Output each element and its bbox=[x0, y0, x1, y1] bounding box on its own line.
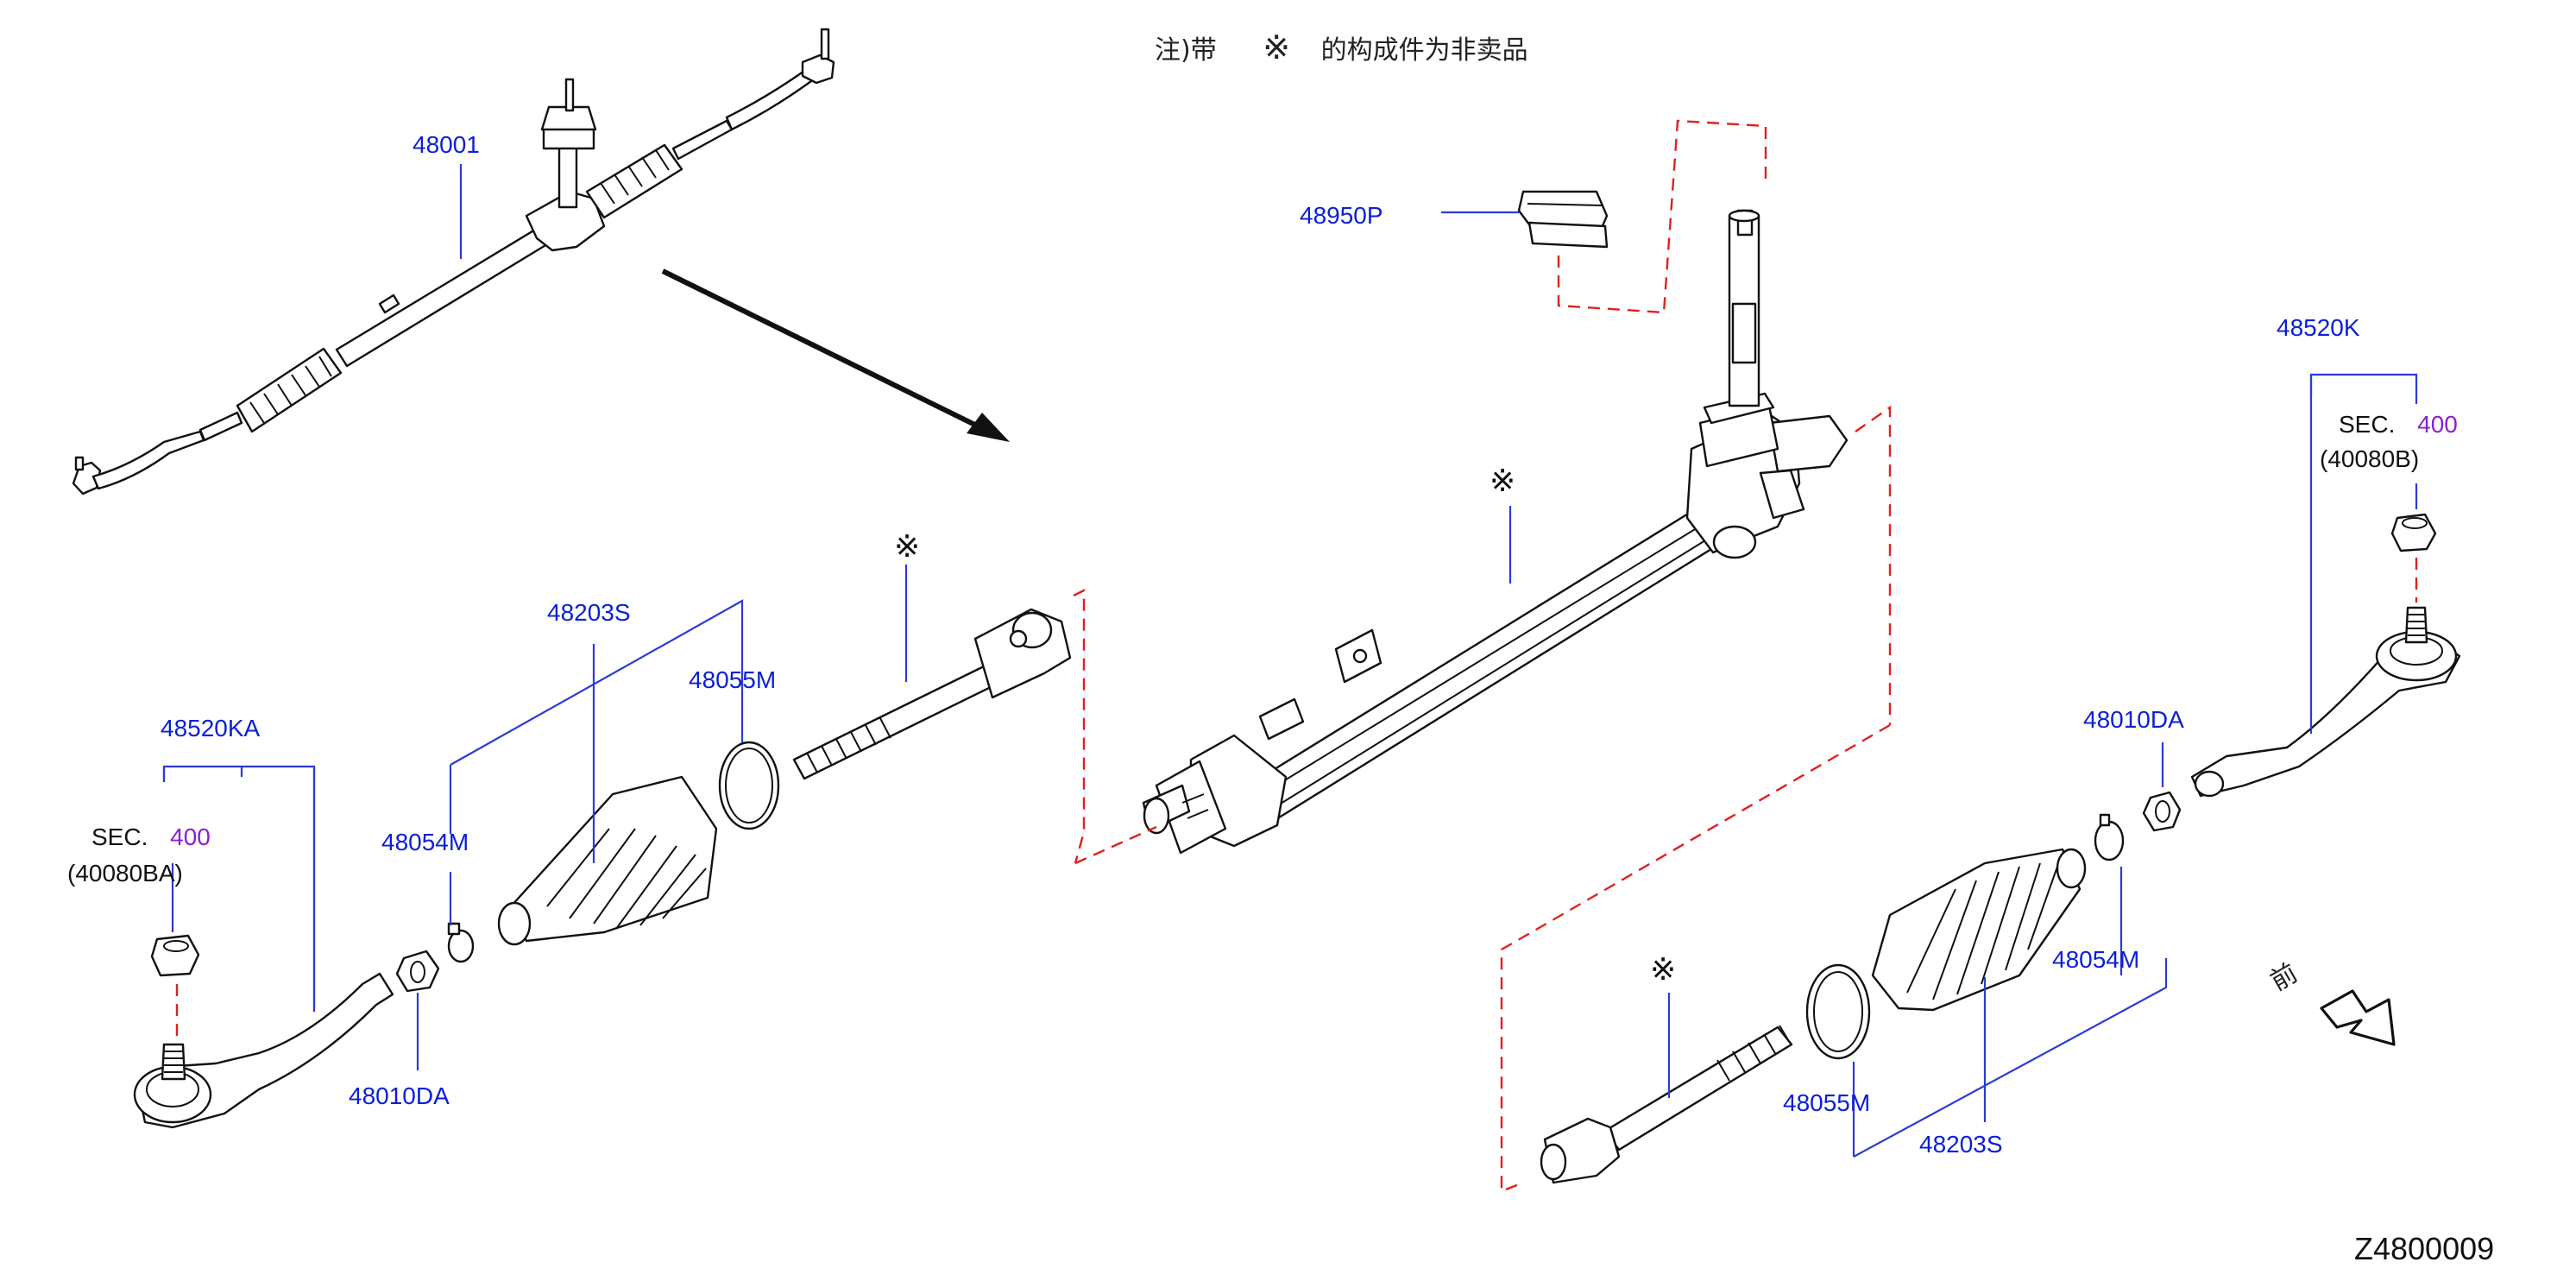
clamp-inner-left bbox=[725, 748, 773, 824]
label-48950P[interactable]: 48950P bbox=[1300, 202, 1383, 229]
front-arrow-icon bbox=[2320, 989, 2396, 1046]
label-48055M-right[interactable]: 48055M bbox=[1783, 1089, 1871, 1116]
label-48520K[interactable]: 48520K bbox=[2277, 314, 2360, 341]
clamp-inner-right bbox=[1813, 971, 1863, 1052]
dash-seal-bracket bbox=[1557, 119, 1767, 314]
label-48054M-right[interactable]: 48054M bbox=[2052, 946, 2140, 973]
boot-48203S-right[interactable] bbox=[1871, 848, 2087, 1012]
sec-right-prefix: SEC. bbox=[2339, 411, 2396, 438]
label-48001[interactable]: 48001 bbox=[413, 131, 480, 158]
left-leader-lines bbox=[162, 565, 908, 1070]
tie-rod-end-48520K[interactable] bbox=[2190, 606, 2461, 798]
sec-right-code: (40080B) bbox=[2320, 445, 2420, 472]
sec-left: SEC. 400 bbox=[91, 824, 211, 851]
label-48055M-left[interactable]: 48055M bbox=[689, 666, 777, 693]
note-prefix: 注)带 bbox=[1155, 35, 1217, 66]
clamp-48055M-right[interactable] bbox=[1805, 963, 1871, 1060]
sec-left-number[interactable]: 400 bbox=[170, 824, 211, 850]
inner-tie-rod-right[interactable] bbox=[1540, 1025, 1793, 1184]
sec-nut-right[interactable] bbox=[2390, 513, 2437, 552]
right-leader-lines bbox=[1508, 373, 2418, 1158]
nut-48010DA-right[interactable] bbox=[2142, 791, 2182, 832]
dash-right-bracket bbox=[1500, 405, 1892, 1193]
note-suffix: 的构成件为非卖品 bbox=[1320, 35, 1528, 66]
mark-rack-housing: ※ bbox=[1490, 464, 1516, 499]
explode-arrow bbox=[661, 268, 1010, 442]
sec-right: SEC. 400 bbox=[2339, 411, 2458, 439]
label-48520KA[interactable]: 48520KA bbox=[161, 715, 261, 741]
sec-left-prefix: SEC. bbox=[91, 824, 148, 850]
tie-rod-end-48520KA[interactable] bbox=[133, 972, 394, 1129]
label-48054M-left[interactable]: 48054M bbox=[381, 829, 469, 855]
sec-left-code: (40080BA) bbox=[67, 860, 183, 887]
label-48203S-left[interactable]: 48203S bbox=[547, 599, 631, 626]
note-text: 注)带 ※ 的构成件为非卖品 bbox=[1155, 31, 1528, 66]
seal-48950P[interactable] bbox=[1517, 190, 1609, 249]
boot-48203S-left[interactable] bbox=[497, 775, 718, 946]
rack-housing-assembly[interactable] bbox=[1142, 209, 1849, 855]
note-mark: ※ bbox=[1263, 28, 1291, 66]
dash-left-bracket bbox=[1073, 589, 1086, 864]
clip-48054M-right[interactable] bbox=[2094, 813, 2125, 861]
mark-left-tie-rod: ※ bbox=[894, 529, 921, 565]
label-48203S-right[interactable]: 48203S bbox=[1919, 1131, 2003, 1158]
diagram-id: Z4800009 bbox=[2354, 1231, 2495, 1266]
clamp-48055M-left[interactable] bbox=[718, 741, 780, 830]
inner-tie-rod-left[interactable] bbox=[792, 608, 1072, 780]
label-48010DA-left[interactable]: 48010DA bbox=[349, 1082, 450, 1109]
clip-48054M-left[interactable] bbox=[447, 922, 475, 963]
sec-nut-left[interactable] bbox=[150, 934, 200, 977]
sec-right-number[interactable]: 400 bbox=[2417, 411, 2458, 438]
steering-gear-assembly-overview[interactable] bbox=[72, 28, 835, 495]
label-48010DA-right[interactable]: 48010DA bbox=[2083, 706, 2184, 733]
mark-right-tie-rod: ※ bbox=[1650, 952, 1677, 988]
dash-left-link bbox=[1074, 825, 1157, 865]
nut-48010DA-left[interactable] bbox=[395, 950, 440, 993]
